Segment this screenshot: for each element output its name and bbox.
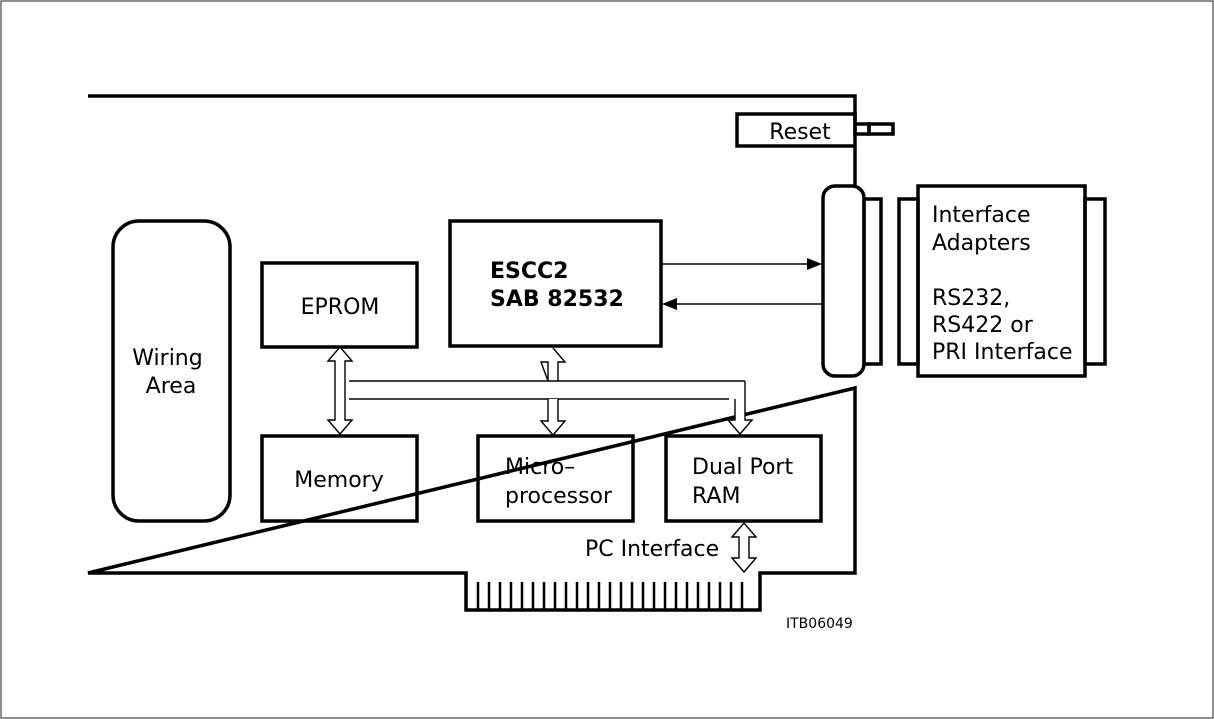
eprom-label: EPROM [301, 295, 380, 320]
edge-connector-pins [476, 582, 744, 609]
dsub-connector [821, 184, 866, 378]
microprocessor-bus-stub [539, 399, 567, 437]
memory-label: Memory [294, 468, 383, 493]
reset-label: Reset [769, 120, 831, 145]
microprocessor-label: Micro– processor [505, 455, 613, 509]
memory-block [260, 434, 419, 523]
escc2-bus-arrow [539, 347, 567, 382]
data-bus [349, 380, 745, 400]
ram-bus-arrow [726, 381, 754, 436]
dual-port-ram-label: Dual Port RAM [692, 455, 800, 509]
dsub-connector-shell [862, 197, 883, 366]
wiring-area-label: Wiring Area [132, 346, 209, 399]
figure-id: ITB06049 [786, 616, 853, 632]
pc-interface-label: PC Interface [585, 537, 719, 562]
reset-tip [867, 122, 895, 136]
eprom-memory-bus-arrow [326, 345, 354, 436]
adapter-left-flange [897, 197, 920, 366]
dual-port-ram-block [664, 434, 823, 523]
escc2-block [448, 219, 663, 348]
wiring-area-block [111, 219, 232, 523]
pc-interface-arrow [730, 521, 758, 574]
escc2-label: ESCC2 SAB 82532 [490, 259, 624, 312]
reset-plunger [853, 122, 871, 136]
escc2-tx-arrowhead [807, 258, 822, 270]
adapter-right-flange [1083, 197, 1107, 366]
interface-adapters-label: Interface Adapters RS232, RS422 or PRI I… [932, 203, 1073, 365]
escc2-rx-arrowhead [662, 298, 677, 310]
microprocessor-block [476, 434, 635, 523]
